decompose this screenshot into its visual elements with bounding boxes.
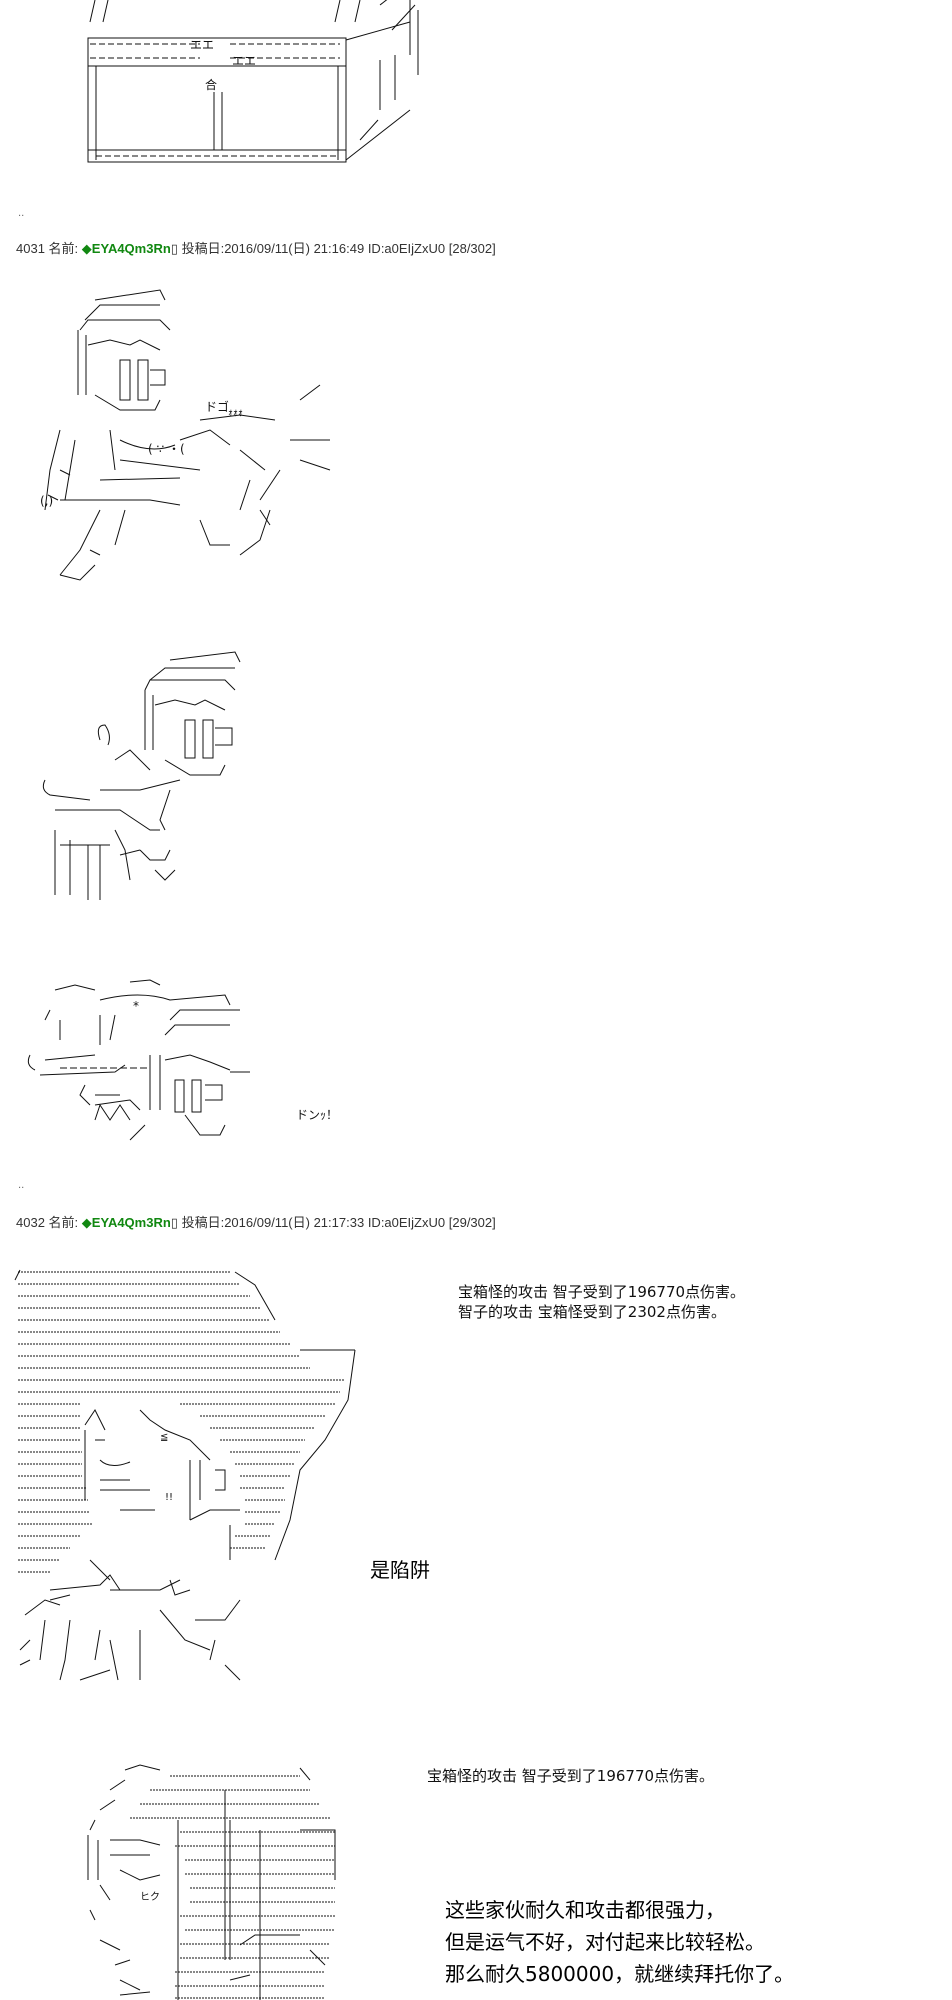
chest-kanji-3: 合 bbox=[205, 78, 218, 92]
post-count: [29/302] bbox=[448, 1215, 496, 1230]
chest-kanji-1: エエ bbox=[190, 38, 215, 52]
name-label: 名前: bbox=[48, 1215, 79, 1230]
svg-text:ヒク: ヒク bbox=[140, 1891, 160, 1903]
post-number: 4031 bbox=[16, 241, 45, 256]
post-number: 4032 bbox=[16, 1215, 45, 1230]
separator: .. bbox=[18, 208, 25, 219]
svg-text:( ∵ ・(: ( ∵ ・( bbox=[148, 442, 185, 456]
post-id: ID:a0EIjZxU0 bbox=[367, 1215, 446, 1230]
name-label: 名前: bbox=[48, 241, 79, 256]
narration-line: 但是运气不好，对付起来比较轻松。 bbox=[445, 1930, 765, 1954]
marker-icon: ▯ bbox=[170, 1215, 178, 1230]
svg-text:≦: ≦ bbox=[160, 1432, 168, 1443]
svg-text:*: * bbox=[133, 999, 139, 1013]
svg-text:(,): (,) bbox=[40, 494, 53, 508]
svg-text:!!: !! bbox=[165, 1492, 173, 1503]
post-header: 4031 名前: ◆EYA4Qm3Rn▯ 投稿日:2016/09/11(日) 2… bbox=[16, 238, 496, 257]
post-count: [28/302] bbox=[448, 241, 496, 256]
sfx-dosu: ドンｯ！ bbox=[296, 1108, 339, 1122]
post-id: ID:a0EIjZxU0 bbox=[367, 241, 446, 256]
chest-ascii-art bbox=[87, 0, 419, 163]
post-datetime: 2016/09/11(日) 21:17:33 bbox=[224, 1215, 365, 1230]
trip-code[interactable]: ◆EYA4Qm3Rn bbox=[81, 1215, 171, 1230]
separator: .. bbox=[18, 1180, 25, 1191]
chest-kanji-2: エエ bbox=[232, 54, 257, 68]
sfx-dogo: ドゴ bbox=[205, 400, 230, 414]
trap-label: 是陷阱 bbox=[370, 1558, 430, 1582]
narration-line: 这些家伙耐久和攻击都很强力， bbox=[445, 1898, 725, 1922]
sfx-oo: ｫｫｫ bbox=[228, 408, 243, 419]
marker-icon: ▯ bbox=[170, 241, 178, 256]
narration-line: 那么耐久5800000，就继续拜托你了。 bbox=[445, 1962, 795, 1986]
battle-log-line: 宝箱怪的攻击 智子受到了196770点伤害。 bbox=[427, 1767, 715, 1785]
battle-log-line: 智子的攻击 宝箱怪受到了2302点伤害。 bbox=[458, 1303, 726, 1321]
date-label: 投稿日: bbox=[181, 1215, 225, 1230]
date-label: 投稿日: bbox=[181, 241, 225, 256]
trip-code[interactable]: ◆EYA4Qm3Rn bbox=[81, 241, 171, 256]
post-datetime: 2016/09/11(日) 21:16:49 bbox=[224, 241, 365, 256]
battle-log-line: 宝箱怪的攻击 智子受到了196770点伤害。 bbox=[458, 1283, 746, 1301]
post-header: 4032 名前: ◆EYA4Qm3Rn▯ 投稿日:2016/09/11(日) 2… bbox=[16, 1212, 496, 1231]
